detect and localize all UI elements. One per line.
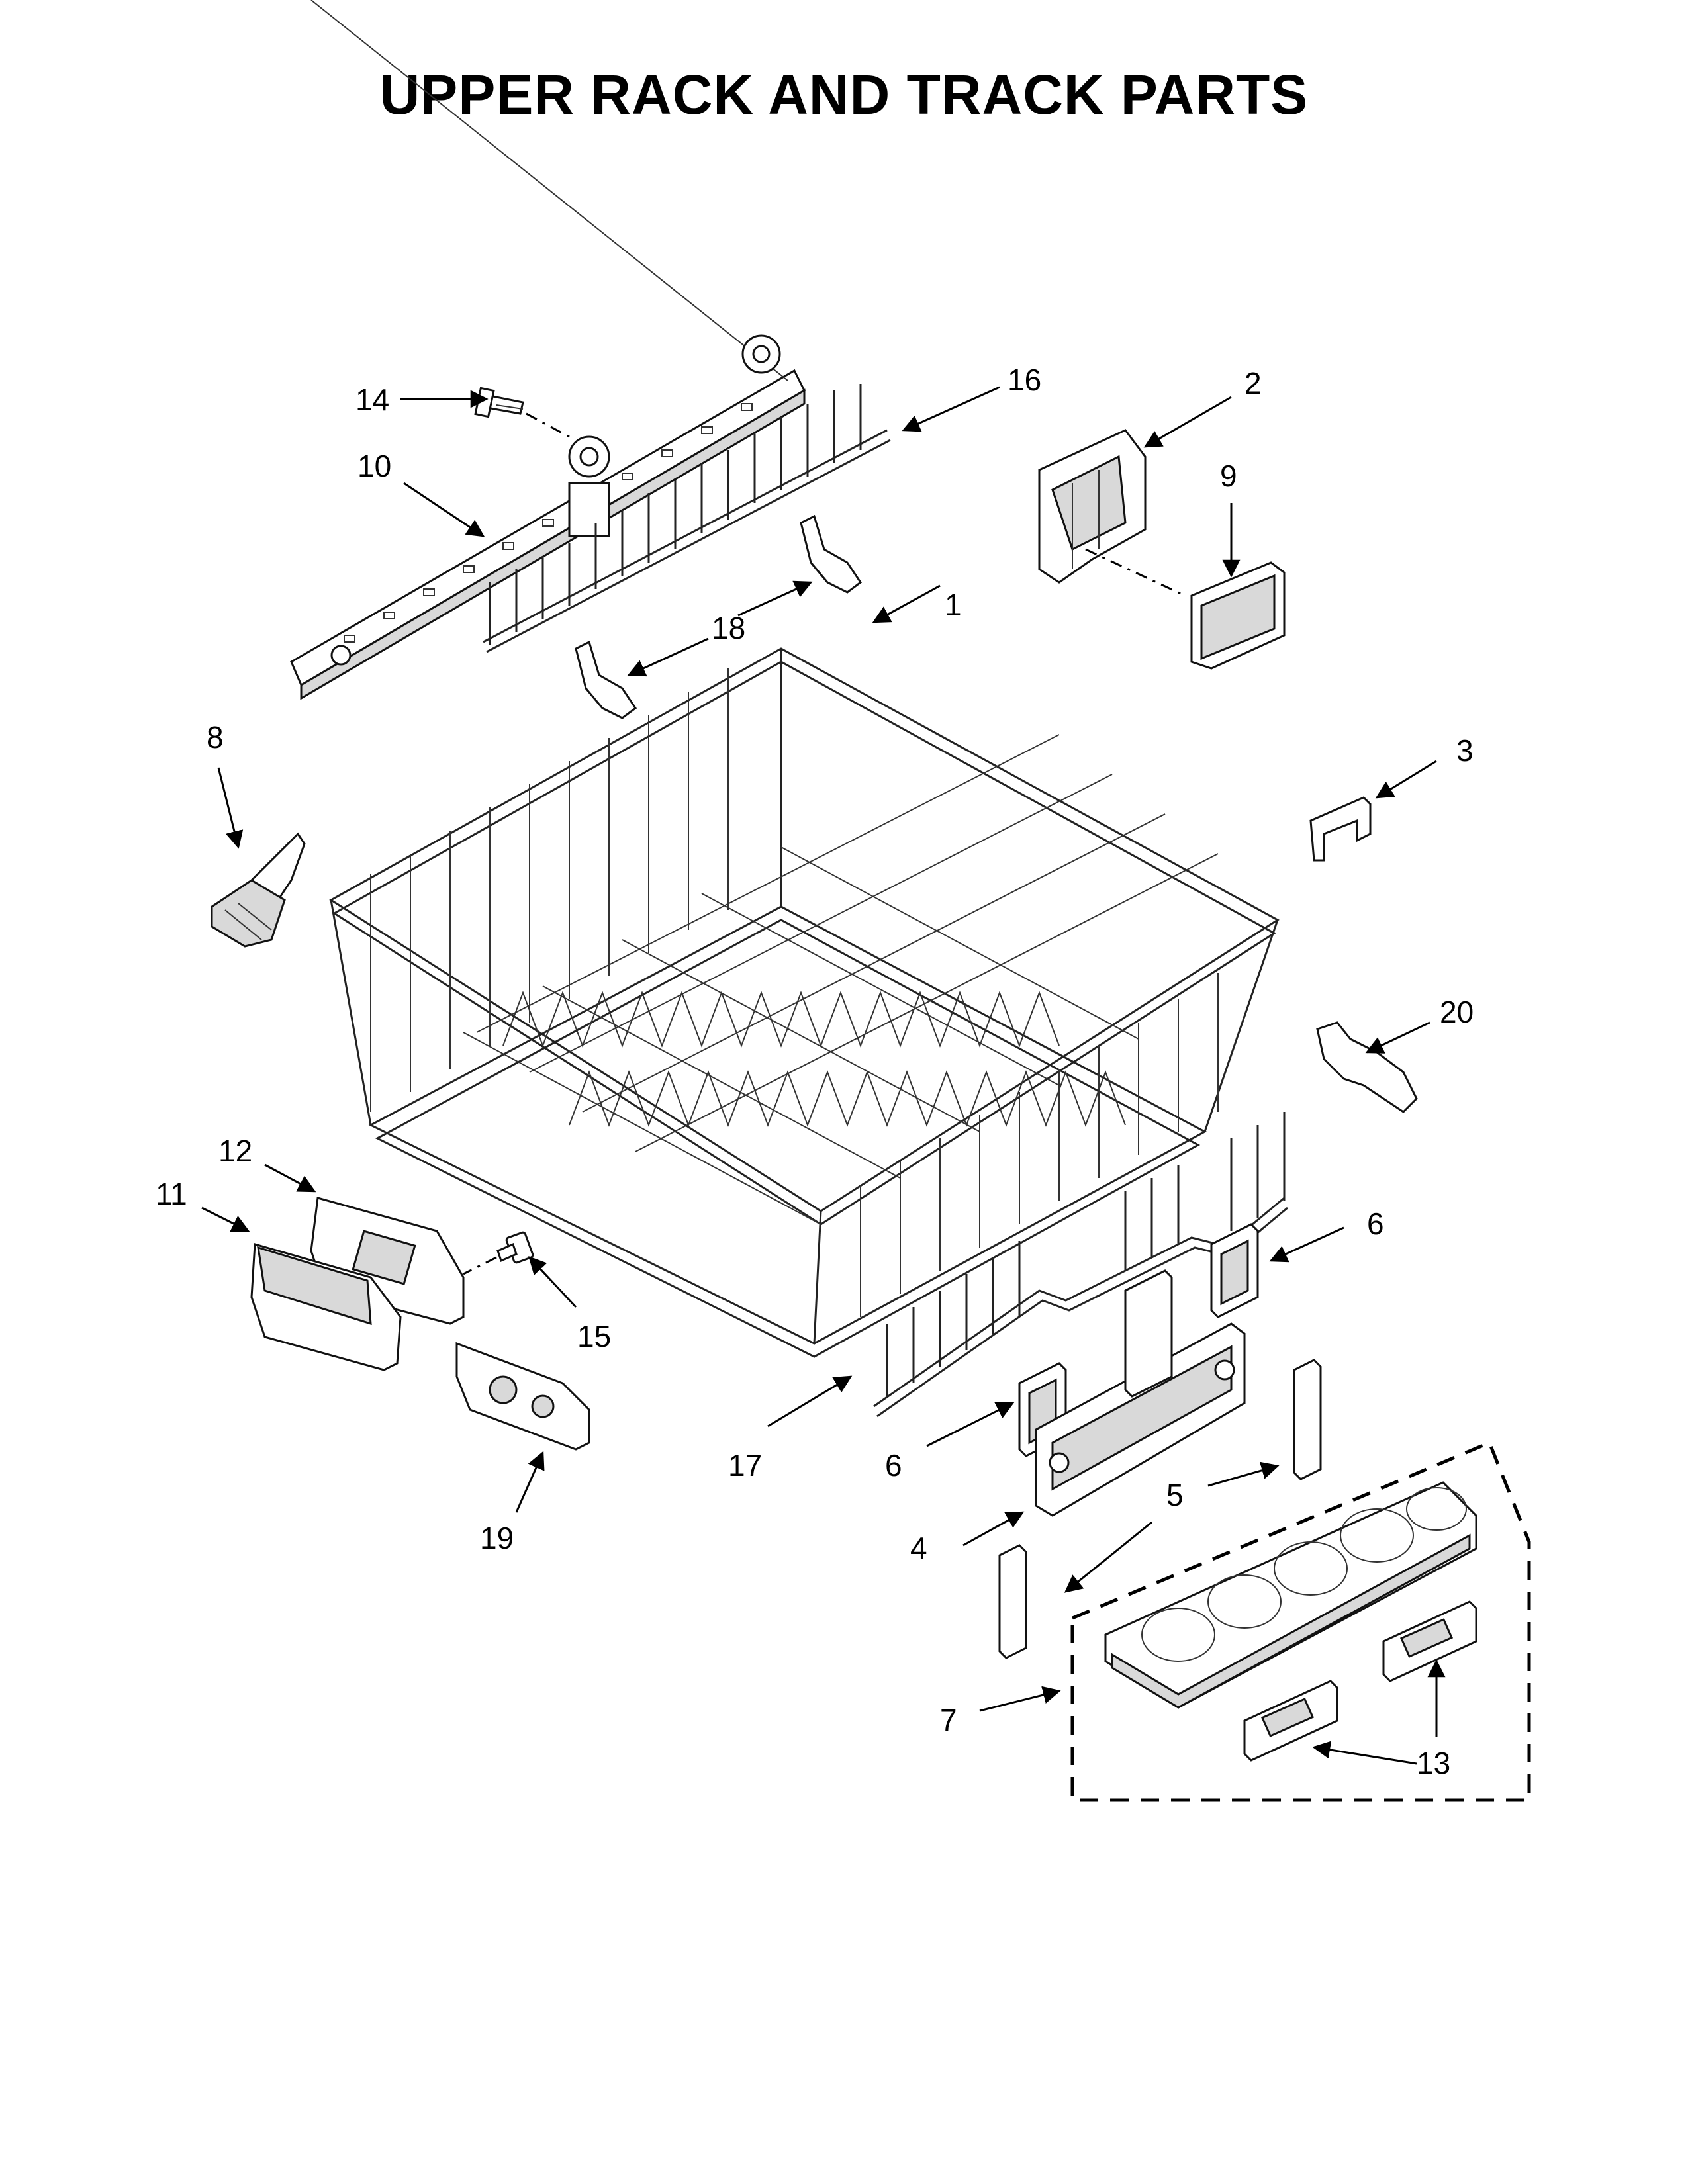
part-3-clip [1309,796,1372,862]
part-2-bracket [1038,429,1147,584]
callout-9: 9 [1220,459,1237,493]
leader-6-left [926,1402,1015,1447]
leader-18-upper [737,580,813,617]
leader-4 [962,1511,1025,1547]
leader-19 [515,1451,545,1513]
leader-17 [767,1375,853,1428]
leader-1 [872,584,941,623]
callout-16: 16 [1008,363,1041,397]
leader-2 [1143,396,1232,448]
part-13-clip-left [1243,1680,1338,1762]
callout-17: 17 [728,1448,762,1482]
leader-11 [201,1206,250,1232]
callout-8: 8 [207,720,224,754]
leader-5-right [1207,1461,1280,1487]
part-5-clip-left [998,1544,1027,1659]
leader-13-left [1312,1741,1417,1765]
part-15-screw [496,1231,534,1264]
part-6-clip-right [1210,1223,1259,1318]
part-20-clip [1316,1021,1418,1113]
part-7-kit-boundary [1070,1440,1531,1802]
part-13-clip-right [1382,1600,1477,1682]
leader-lines [201,386,1446,1765]
callout-2: 2 [1244,366,1262,400]
callout-14: 14 [355,383,389,417]
part-19-adjuster-bracket [455,1342,590,1451]
callout-20: 20 [1440,995,1474,1029]
part-9-cover [1190,561,1286,670]
callout-5: 5 [1166,1478,1184,1512]
part-18-clip-lower [575,640,637,719]
leader-20 [1365,1021,1430,1054]
part-5-clip-right [1293,1359,1322,1480]
callout-6-left: 6 [885,1448,902,1482]
leader-7 [979,1686,1061,1712]
leader-12 [264,1163,316,1193]
page-title: UPPER RACK AND TRACK PARTS [379,64,1309,126]
callout-11: 11 [156,1177,187,1211]
leader-8 [217,767,244,849]
part-14-screw [474,387,524,418]
part-4-adjuster-assembly [1035,1269,1246,1517]
leader-6-right [1269,1226,1344,1263]
callout-13: 13 [1417,1746,1450,1780]
leader-3 [1375,760,1437,799]
part-7-tray [1104,1481,1477,1709]
callout-labels: 1 2 3 4 5 6 6 7 8 9 10 11 12 13 14 15 16… [156,363,1474,1780]
part-11-handle-cover [250,1243,402,1371]
part-18-clip-upper [800,514,863,594]
callout-1: 1 [945,588,962,622]
screw-15-alignment-line [463,1256,497,1275]
part-8-adjuster [211,832,306,948]
callout-7: 7 [940,1703,957,1737]
screw-alignment-line [526,412,570,438]
part-16-tine-row [483,384,891,653]
callout-6-right: 6 [1367,1206,1384,1241]
leader-10 [403,482,485,537]
leader-15 [528,1256,577,1308]
bracket-alignment-line [1085,548,1186,597]
callout-3: 3 [1456,733,1474,768]
callout-12: 12 [218,1134,252,1168]
callout-18: 18 [712,611,745,645]
callout-19: 19 [480,1521,514,1555]
part-1-upper-rack [329,647,1280,1358]
callout-10: 10 [357,449,391,483]
part-10-track-rail [290,0,806,700]
callout-15: 15 [577,1319,611,1353]
leader-16 [902,386,1000,432]
leader-5-left [1064,1521,1152,1593]
leader-18-lower [627,637,709,677]
callout-4: 4 [910,1531,927,1565]
